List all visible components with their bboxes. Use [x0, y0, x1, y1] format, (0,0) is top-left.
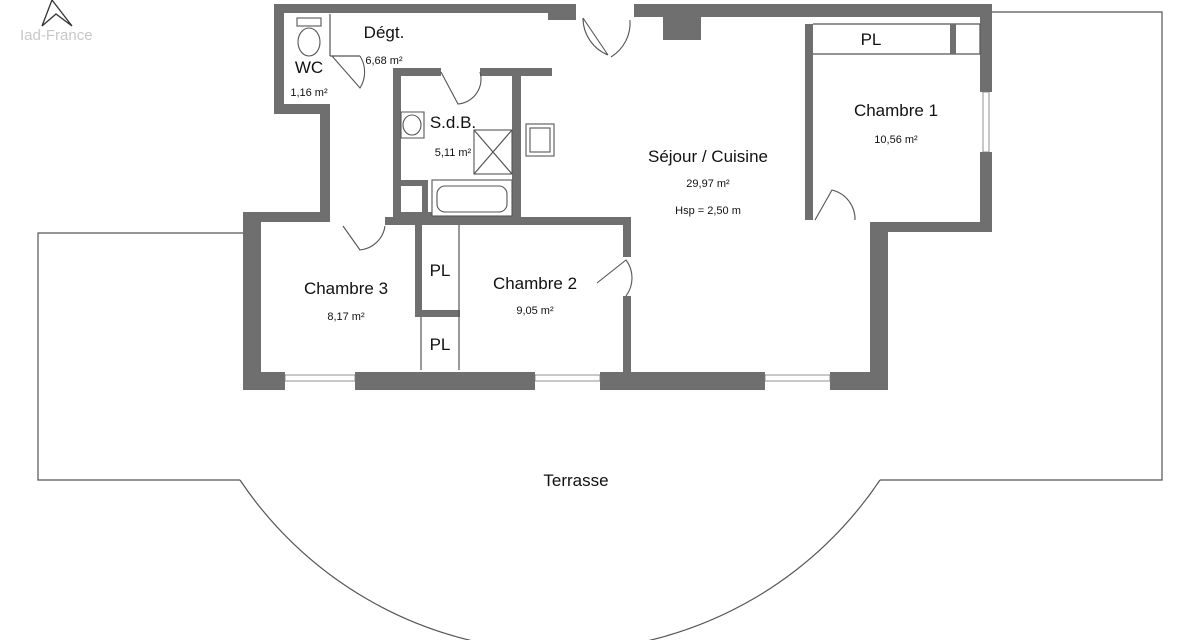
- toilet-tank: [296, 17, 322, 27]
- room-labels: Dégt. 6,68 m² WC 1,16 m² S.d.B. 5,11 m² …: [290, 23, 938, 490]
- chambre1-name: Chambre 1: [854, 101, 938, 120]
- chambre1-area: 10,56 m²: [874, 134, 918, 146]
- chambre3-name: Chambre 3: [304, 279, 388, 298]
- toilet-bowl: [297, 27, 321, 57]
- sejour-area: 29,97 m²: [686, 178, 730, 190]
- sdb-name: S.d.B.: [430, 113, 476, 132]
- closet-b-label: PL: [430, 335, 451, 354]
- wc-name: WC: [295, 58, 323, 77]
- walls: [243, 4, 992, 390]
- closet-chambre1-label: PL: [861, 30, 882, 49]
- chambre2-area: 9,05 m²: [516, 305, 554, 317]
- chambre2-name: Chambre 2: [493, 274, 577, 293]
- terrasse-name: Terrasse: [543, 471, 608, 490]
- wc-area: 1,16 m²: [290, 87, 328, 99]
- sdb-area: 5,11 m²: [435, 147, 472, 159]
- sink: [402, 114, 422, 136]
- watermark-text: Iad-France: [20, 27, 93, 44]
- degt-area: 6,68 m²: [365, 55, 403, 67]
- chambre3-area: 8,17 m²: [327, 311, 365, 323]
- closet-a-label: PL: [430, 261, 451, 280]
- terrace-outline: [37, 11, 1163, 640]
- entrance-door: [582, 17, 609, 56]
- north-arrow-icon: [41, 0, 73, 27]
- doors: [331, 17, 856, 297]
- sejour-name: Séjour / Cuisine: [648, 147, 768, 166]
- fixtures: [296, 17, 555, 217]
- degt-name: Dégt.: [364, 23, 405, 42]
- ceiling-height: Hsp = 2,50 m: [675, 205, 741, 217]
- windows: [284, 91, 990, 382]
